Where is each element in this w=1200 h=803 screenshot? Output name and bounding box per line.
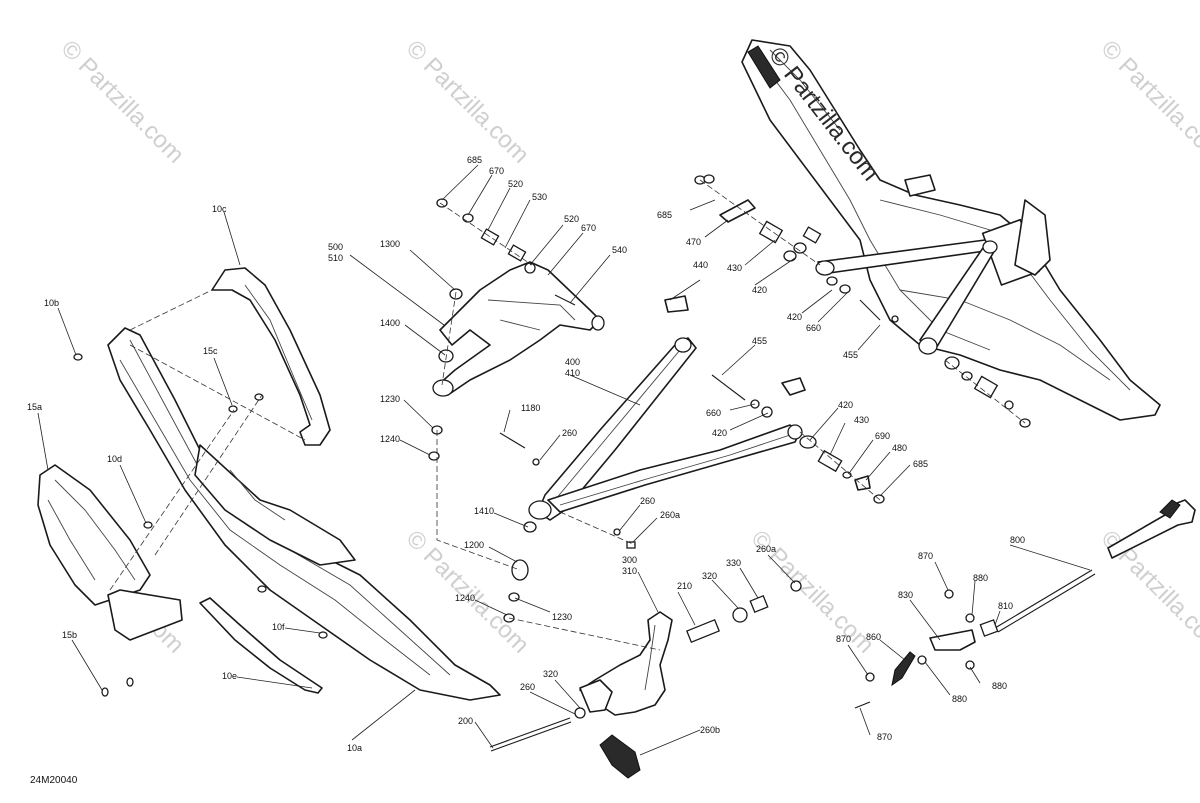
watermark-text: © Partzilla.com <box>1096 35 1200 168</box>
callout-label: 540 <box>612 245 627 255</box>
callout-label: 660 <box>706 408 721 418</box>
callout-label: 15a <box>27 402 42 412</box>
callout-label: 860 <box>866 632 881 642</box>
callout-label: 1240 <box>455 593 475 603</box>
callout-label: 455 <box>843 350 858 360</box>
callout-label: 430 <box>727 263 742 273</box>
watermark-text: © Partzilla.com <box>56 35 189 168</box>
callout-label: 260a <box>756 544 776 554</box>
callout-label: 870 <box>877 732 892 742</box>
callout-label: 15c <box>203 346 218 356</box>
callout-label: 260 <box>520 682 535 692</box>
callout-label: 210 <box>677 581 692 591</box>
callout-label: 520 <box>564 214 579 224</box>
callout-label: 260a <box>660 510 680 520</box>
callout-label: 420 <box>752 285 767 295</box>
callout-label: 310 <box>622 566 637 576</box>
callout-label: 500 <box>328 242 343 252</box>
callout-label: 455 <box>752 336 767 346</box>
callout-label: 330 <box>726 558 741 568</box>
watermark-text: © Partzilla.com <box>401 35 534 168</box>
callout-label: 260 <box>562 428 577 438</box>
callout-label: 685 <box>657 210 672 220</box>
ski-right-assembly <box>741 39 1161 421</box>
callout-label: 10b <box>44 298 59 308</box>
callout-label: 810 <box>998 601 1013 611</box>
callout-label: 420 <box>838 400 853 410</box>
callout-label: 1200 <box>464 540 484 550</box>
callout-label: 260 <box>640 496 655 506</box>
callout-label: 880 <box>952 694 967 704</box>
callout-label: 800 <box>1010 535 1025 545</box>
callout-label: 670 <box>581 223 596 233</box>
callout-label: 200 <box>458 716 473 726</box>
ski-left-assembly <box>37 267 501 701</box>
callout-label: 300 <box>622 555 637 565</box>
callout-label: 320 <box>702 571 717 581</box>
leader-lines <box>37 164 1091 756</box>
callout-label: 530 <box>532 192 547 202</box>
steering-linkage <box>891 499 1196 687</box>
callout-label: 870 <box>918 551 933 561</box>
callout-label: 1400 <box>380 318 400 328</box>
callout-label: 1230 <box>380 394 400 404</box>
callout-label: 1410 <box>474 506 494 516</box>
callout-label: 420 <box>712 428 727 438</box>
callout-label: 430 <box>854 415 869 425</box>
callout-label: 880 <box>992 681 1007 691</box>
callout-label: 1230 <box>552 612 572 622</box>
callout-label: 10f <box>272 622 285 632</box>
callout-label: 10a <box>347 743 362 753</box>
callout-label: 260b <box>700 725 720 735</box>
spindle <box>579 611 673 779</box>
lower-arm <box>528 337 803 521</box>
callout-label: 10c <box>212 204 227 214</box>
callout-label: 660 <box>806 323 821 333</box>
callout-label: 470 <box>686 237 701 247</box>
callout-label: 685 <box>913 459 928 469</box>
callout-label: 830 <box>898 590 913 600</box>
callout-label: 440 <box>693 260 708 270</box>
callout-label: 1240 <box>380 434 400 444</box>
callout-label: 690 <box>875 431 890 441</box>
callout-label: 685 <box>467 155 482 165</box>
callout-label: 520 <box>508 179 523 189</box>
callout-label: 420 <box>787 312 802 322</box>
callout-label: 10d <box>107 454 122 464</box>
callout-label: 10e <box>222 671 237 681</box>
upper-a-arm <box>432 261 605 397</box>
callout-label: 1300 <box>380 239 400 249</box>
hardware <box>73 174 1031 752</box>
callout-label: 670 <box>489 166 504 176</box>
callout-label: 880 <box>973 573 988 583</box>
assembly-lines <box>109 179 1026 651</box>
callout-label: 480 <box>892 443 907 453</box>
callout-label: 410 <box>565 368 580 378</box>
callout-labels: 685 670 520 530 520 670 540 500 510 1300… <box>27 155 1025 753</box>
callout-label: 400 <box>565 357 580 367</box>
diagram-reference-number: 24M20040 <box>30 775 78 786</box>
callout-label: 320 <box>543 669 558 679</box>
callout-label: 870 <box>836 634 851 644</box>
callout-label: 1180 <box>521 403 540 413</box>
callout-label: 510 <box>328 253 343 263</box>
callout-label: 15b <box>62 630 77 640</box>
